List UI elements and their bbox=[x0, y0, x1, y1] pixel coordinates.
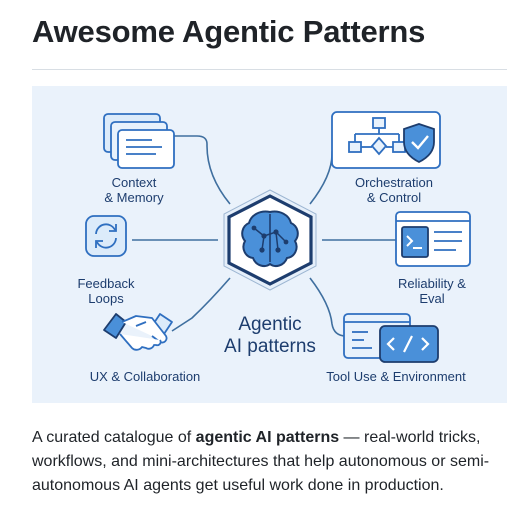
description-text-before: A curated catalogue of bbox=[32, 429, 196, 446]
documents-icon bbox=[103, 113, 175, 169]
node-label-feedback: Feedback Loops bbox=[77, 276, 135, 306]
terminal-window-icon bbox=[395, 211, 471, 267]
title-divider bbox=[32, 69, 507, 70]
agentic-patterns-diagram: Context & Memory Orchestration & Control… bbox=[32, 86, 507, 403]
description-text-after: — real-world tricks, workflows, and mini… bbox=[32, 429, 490, 494]
handshake-icon bbox=[103, 313, 173, 351]
connector-lines bbox=[132, 135, 398, 337]
diagram-graphics bbox=[85, 111, 471, 363]
node-label-tooluse: Tool Use & Environment bbox=[326, 369, 466, 384]
node-label-orchestration: Orchestration & Control bbox=[354, 175, 434, 205]
node-label-ux: UX & Collaboration bbox=[89, 369, 201, 384]
connector-tooluse bbox=[309, 277, 352, 337]
connector-ux bbox=[171, 277, 231, 332]
code-window-icon bbox=[343, 313, 439, 363]
node-label-reliability: Reliability & Eval bbox=[398, 276, 466, 306]
brain-icon bbox=[241, 210, 299, 267]
node-label-context: Context & Memory bbox=[104, 175, 164, 205]
flowchart-shield-icon bbox=[331, 111, 441, 169]
center-label: Agentic AI patterns bbox=[224, 314, 316, 357]
connector-context bbox=[172, 135, 231, 205]
description-emphasis: agentic AI patterns bbox=[195, 429, 340, 446]
central-hub bbox=[223, 189, 317, 291]
description-paragraph: A curated catalogue of agentic AI patter… bbox=[32, 426, 502, 498]
page-title: Awesome Agentic Patterns bbox=[32, 14, 426, 49]
refresh-cycle-icon bbox=[85, 215, 127, 257]
